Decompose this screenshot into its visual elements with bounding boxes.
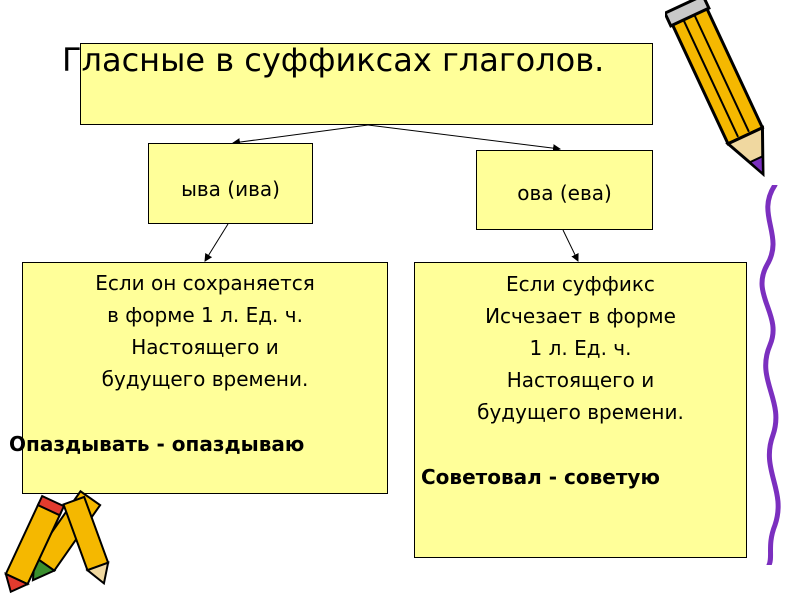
diagram-title: Гласные в суффиксах глаголов. bbox=[62, 41, 605, 79]
pencil-icon bbox=[665, 0, 765, 178]
suffix-box-left: ыва (ива) bbox=[148, 143, 313, 224]
suffix-label-left: ыва (ива) bbox=[181, 177, 280, 201]
connector-title-left bbox=[232, 124, 369, 147]
title-box bbox=[80, 43, 653, 125]
rule-box-right: Если суффикс Исчезает в форме 1 л. Ед. ч… bbox=[414, 262, 747, 558]
example-right: Советовал - советую bbox=[421, 465, 660, 489]
crayon-cluster-icon bbox=[4, 489, 110, 594]
connector-right-rule bbox=[562, 229, 579, 262]
connector-title-right bbox=[367, 124, 561, 153]
rule-text-right: Если суффикс Исчезает в форме 1 л. Ед. ч… bbox=[477, 272, 684, 424]
rule-box-left: Если он сохраняется в форме 1 л. Ед. ч. … bbox=[22, 262, 388, 494]
suffix-box-right: ова (ева) bbox=[476, 150, 653, 230]
suffix-label-right: ова (ева) bbox=[517, 181, 612, 205]
connector-left-rule bbox=[204, 223, 229, 262]
squiggle-line bbox=[759, 185, 781, 565]
rule-text-left: Если он сохраняется в форме 1 л. Ед. ч. … bbox=[95, 271, 315, 391]
example-left: Опаздывать - опаздываю bbox=[9, 432, 305, 456]
